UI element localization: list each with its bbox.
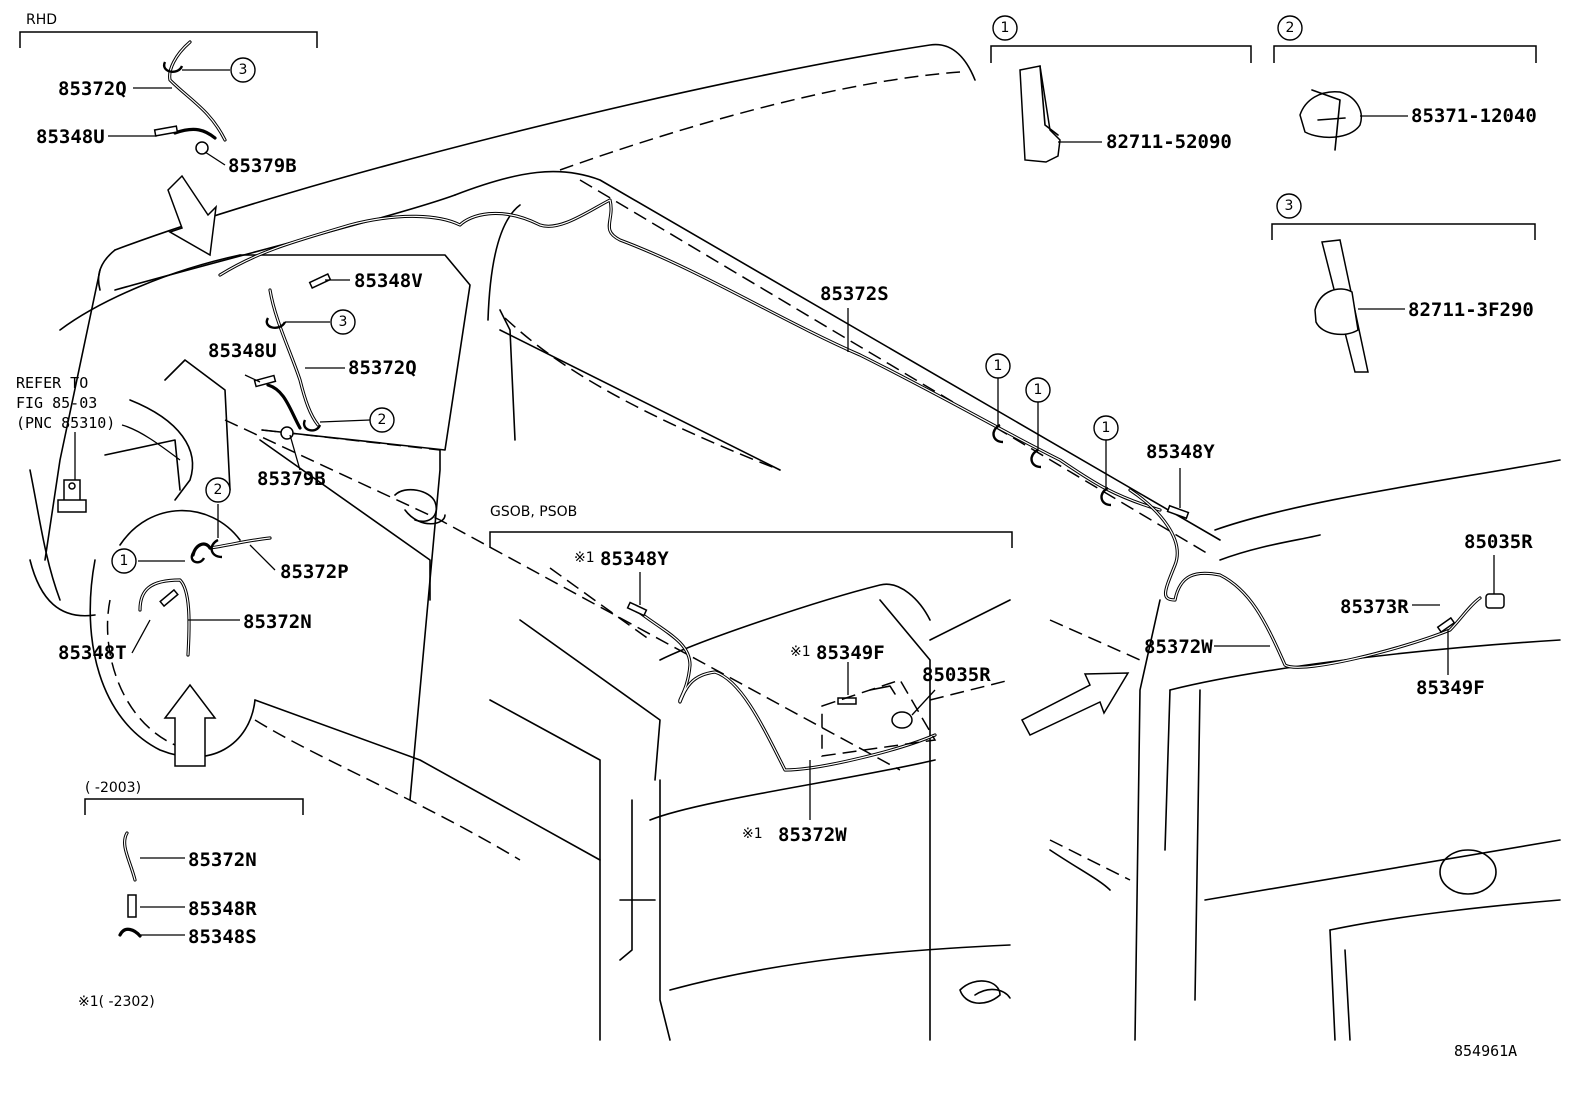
section-brackets: RHD ( -2003) (19, 12, 1537, 815)
year-2003-label: ( -2003) (85, 780, 141, 796)
hose-clip-icon (195, 141, 209, 155)
note-mark: ※1 (742, 826, 763, 842)
part-label-85372W: 85372W (1144, 636, 1213, 658)
direction-arrows (163, 174, 1130, 767)
part-label-85349F: 85349F (1416, 677, 1485, 699)
hose-clip-icon (992, 423, 1004, 444)
part-label-85035R: 85035R (1464, 531, 1533, 553)
hose-connectors (57, 61, 1505, 918)
callout-1 (1093, 415, 1119, 441)
reference-line-3: (PNC 85310) (16, 414, 115, 432)
washer-nozzle-icon (1485, 593, 1505, 609)
direction-arrow-icon (163, 683, 217, 767)
part-label-85348T: 85348T (58, 642, 127, 664)
callout-3-text: 3 (339, 314, 348, 330)
part-label-85372S: 85372S (820, 283, 889, 305)
part-label-85348Y: 85348Y (600, 548, 669, 570)
direction-arrow-icon (167, 174, 218, 257)
part-label-85372N: 85372N (188, 849, 257, 871)
hose-joint-icon (1436, 616, 1456, 634)
rhd-label: RHD (26, 12, 57, 28)
washer-hoses (118, 40, 1482, 938)
callout-2-text: 2 (214, 482, 223, 498)
part-label-85372Q: 85372Q (348, 357, 417, 379)
part-label-85035R: 85035R (922, 664, 991, 686)
callout-1-text: 1 (120, 553, 129, 569)
part-label-85379B: 85379B (257, 468, 326, 490)
callout-3 (230, 57, 256, 83)
hose-clip-icon (1030, 448, 1042, 469)
hose-joint-icon (127, 894, 137, 918)
part-label-85348S: 85348S (188, 926, 257, 948)
hose-joint-icon (837, 697, 857, 705)
detail-part-1 (1019, 65, 1102, 163)
callout-2-text: 2 (1286, 20, 1295, 36)
hose-joint-icon (1166, 504, 1190, 520)
part-label-85379B: 85379B (228, 155, 297, 177)
callout-1-text: 1 (994, 358, 1003, 374)
washer-pump-icon (57, 479, 87, 513)
hose-clip-icon (302, 419, 322, 432)
callout-1-text: 1 (1001, 20, 1010, 36)
part-label-82711-3F290: 82711-3F290 (1408, 299, 1534, 321)
hose-joint-icon (159, 588, 179, 608)
hose-joint-icon (153, 125, 179, 137)
diagram-id: 854961A (1454, 1042, 1517, 1060)
washer-nozzle-icon (891, 711, 913, 729)
footnote-text: ※1( -2302) (78, 994, 155, 1010)
gsob-psob-label: GSOB, PSOB (490, 504, 577, 520)
leader-lines (74, 69, 1495, 936)
part-label-85373R: 85373R (1340, 596, 1409, 618)
gsob-psob-inset: GSOB, PSOB (489, 504, 1013, 1041)
callout-1-text: 1 (1034, 382, 1043, 398)
callout-1-text: 1 (1102, 420, 1111, 436)
part-label-85372Q: 85372Q (58, 78, 127, 100)
part-label-85348R: 85348R (188, 898, 257, 920)
hose-joint-icon (308, 273, 332, 289)
part-label-85349F: 85349F (816, 642, 885, 664)
hose-clip-icon (162, 61, 184, 73)
reference-line-2: FIG 85-03 (16, 394, 97, 412)
note-mark: ※1 (790, 644, 811, 660)
part-label-85348U: 85348U (208, 340, 277, 362)
hose-joint-icon (253, 374, 277, 388)
circle-callouts: 1 2 3 3 3 2 2 1 1 1 1 (111, 15, 1303, 574)
callout-1 (111, 548, 137, 574)
reference-line-1: REFER TO (16, 374, 88, 392)
callout-2 (1277, 15, 1303, 41)
hose-joint-icon (626, 601, 648, 617)
direction-arrow-icon (1020, 672, 1130, 736)
detail-part-3 (1314, 239, 1405, 373)
part-label-85372W: 85372W (778, 824, 847, 846)
callout-3 (330, 309, 356, 335)
hose-clip-icon (190, 552, 206, 564)
part-label-85348U: 85348U (36, 126, 105, 148)
part-label-82711-52090: 82711-52090 (1106, 131, 1232, 153)
hose-clip-icon (265, 317, 287, 329)
part-labels: 85372Q 85348U 85379B 85348V 85348U 85372… (16, 78, 1537, 1060)
part-label-85372P: 85372P (280, 561, 349, 583)
callout-2 (205, 477, 231, 503)
callout-3-text: 3 (239, 62, 248, 78)
callout-3 (1276, 193, 1302, 219)
part-label-85348V: 85348V (354, 270, 423, 292)
callout-1 (1025, 377, 1051, 403)
note-mark: ※1 (574, 550, 595, 566)
callout-3-text: 3 (1285, 198, 1294, 214)
detail-part-2 (1299, 89, 1408, 151)
part-label-85348Y: 85348Y (1146, 441, 1215, 463)
part-label-85371-12040: 85371-12040 (1411, 105, 1537, 127)
hose-clip-icon (1100, 486, 1112, 507)
callout-1 (985, 353, 1011, 379)
part-label-85372N: 85372N (243, 611, 312, 633)
callout-2-text: 2 (378, 412, 387, 428)
callout-2 (369, 407, 395, 433)
callout-1 (992, 15, 1018, 41)
vehicle-body-outline (29, 43, 1561, 1041)
hose-clip-icon (210, 538, 223, 559)
